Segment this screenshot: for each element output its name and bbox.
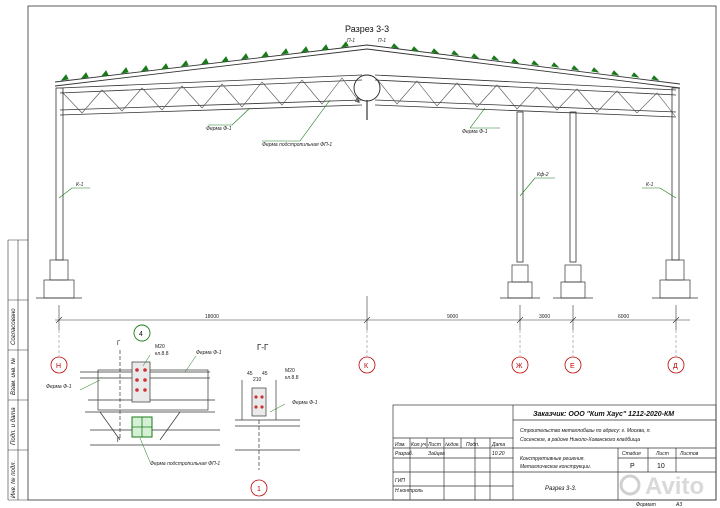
sidebar-replace-inv: Взам. инв. № xyxy=(10,357,17,395)
tb-header-kolwu: Кол.уч xyxy=(411,442,426,448)
tb-role-razrab: Разраб. xyxy=(395,451,413,457)
axis-label-k: К xyxy=(364,363,369,370)
axis-label-n: Н xyxy=(56,363,61,370)
tb-gip: ГИП xyxy=(395,478,405,484)
tb-sheet-title: Разрез 3-3. xyxy=(545,486,576,492)
detail4-truss-bottom: Ферма подстропильная ФП-1 xyxy=(150,461,220,467)
detail-gg-bolt: М20 xyxy=(285,368,295,374)
purlin-label-right: П-1 xyxy=(378,38,386,44)
axis-bubbles xyxy=(50,356,685,374)
tb-date-razrab: 10.20 xyxy=(492,451,505,457)
dimension-9000: 9000 xyxy=(447,314,458,320)
detail4-truss-left: Ферма Ф-1 xyxy=(46,384,72,390)
detail4-bolt-class: кл.8.8 xyxy=(155,351,169,357)
tb-stage-value: Р xyxy=(630,463,635,470)
tb-desc-line2: Металлические конструкции. xyxy=(520,464,591,470)
detail4-bolts xyxy=(135,368,147,392)
watermark-text: Avito xyxy=(645,473,704,500)
node-mark: 4 xyxy=(355,96,360,105)
sidebar-stamp xyxy=(7,239,28,501)
detail-gg-bolt-class: кл.8.8 xyxy=(285,375,299,381)
tb-nkontrol: Н.контроль xyxy=(395,488,423,494)
purlin-label-left: П-1 xyxy=(347,38,355,44)
foundations xyxy=(36,259,698,299)
sheet-frame xyxy=(27,5,717,501)
axis-label-d: Д xyxy=(673,363,678,370)
title-block-grid xyxy=(392,404,717,501)
detail-gg-axis-bubble xyxy=(250,479,268,497)
tb-name-razrab: Зайцев xyxy=(428,450,445,457)
tb-customer: Заказчик: ООО "Кит Хаус" 1212-2020-КМ xyxy=(533,411,674,418)
tb-sheet-value: 10 xyxy=(657,463,665,470)
detail4-node-circle xyxy=(133,324,151,342)
detail4-cut-mark-top: Г xyxy=(117,341,121,347)
detail-gg-truss: Ферма Ф-1 xyxy=(292,400,318,406)
callout-leaders xyxy=(58,99,677,199)
detail4-node-mark: 4 xyxy=(139,331,143,338)
detail-gg-dim-a: 45 xyxy=(247,371,253,377)
detail-gg-title: Г-Г xyxy=(257,343,269,352)
tb-format-label: Формат xyxy=(636,502,656,508)
label-truss-f1-left: Ферма Ф-1 xyxy=(206,126,232,132)
dimension-6000: 6000 xyxy=(618,314,629,320)
detail-gg-dim-b: 45 xyxy=(262,371,268,377)
label-truss-f1-right: Ферма Ф-1 xyxy=(462,129,488,135)
axis-label-zh: Ж xyxy=(516,363,523,370)
tb-stage-label: Стадия xyxy=(622,451,641,457)
section-title: Разрез 3-3 xyxy=(345,24,389,34)
dimension-line xyxy=(55,296,690,330)
purlin-marks xyxy=(60,41,660,81)
sidebar-inv-no: Инв. № подл. xyxy=(10,461,17,498)
roof-line xyxy=(54,44,681,89)
tb-project-line2: Сосенское, в районе Николо-Хованского кл… xyxy=(520,436,640,443)
detail4-cut-mark-bottom: Г xyxy=(117,438,121,444)
tb-header-izm: Изм. xyxy=(395,442,406,448)
detail-gg-geometry xyxy=(235,380,300,470)
label-column-k1-right: К-1 xyxy=(646,182,654,188)
truss-webs xyxy=(61,77,676,117)
tb-header-podp: Подп. xyxy=(466,442,479,448)
detail-gg-bolts xyxy=(254,395,264,409)
detail4-leaders xyxy=(79,354,197,463)
axis-leaders xyxy=(58,330,677,356)
detail4-truss-top: Ферма Ф-1 xyxy=(196,350,222,356)
tb-sheet-label: Лист xyxy=(655,451,669,457)
tb-header-doc: №док. xyxy=(445,442,460,448)
sidebar-agreed: Согласовано xyxy=(11,308,17,345)
label-truss-fp1: Ферма подстропильная ФП-1 xyxy=(262,142,332,148)
detail-gg-dim-c: 210 xyxy=(253,377,262,383)
watermark-logo-icon xyxy=(619,474,641,496)
label-column-kf2: Кф-2 xyxy=(537,172,549,178)
tb-format-value: А3 xyxy=(675,502,682,508)
watermark: Avito xyxy=(619,473,704,500)
tb-header-date: Дата xyxy=(491,442,505,448)
detail4-bolt: М20 xyxy=(155,344,165,350)
tb-project-line1: Строительство металлобазы по адресу: г. … xyxy=(520,428,651,434)
detail4-gusset-plate xyxy=(131,361,151,403)
truss-chords xyxy=(59,74,677,118)
label-column-k1-left: К-1 xyxy=(76,182,84,188)
dimension-3000: 3000 xyxy=(539,314,550,320)
axis-label-e: Е xyxy=(570,363,575,370)
dimension-18000: 18000 xyxy=(205,314,219,320)
tb-sheets-label: Листов xyxy=(679,451,699,457)
detail-gg-plate xyxy=(251,387,267,417)
sidebar-sign-date: Подп. и дата xyxy=(11,407,17,445)
tb-header-list: Лист xyxy=(427,442,441,448)
detail4-geometry xyxy=(80,350,220,446)
detail-gg-axis-label: 1 xyxy=(257,486,261,493)
tb-desc-line1: Конструктивные решения. xyxy=(520,456,585,462)
